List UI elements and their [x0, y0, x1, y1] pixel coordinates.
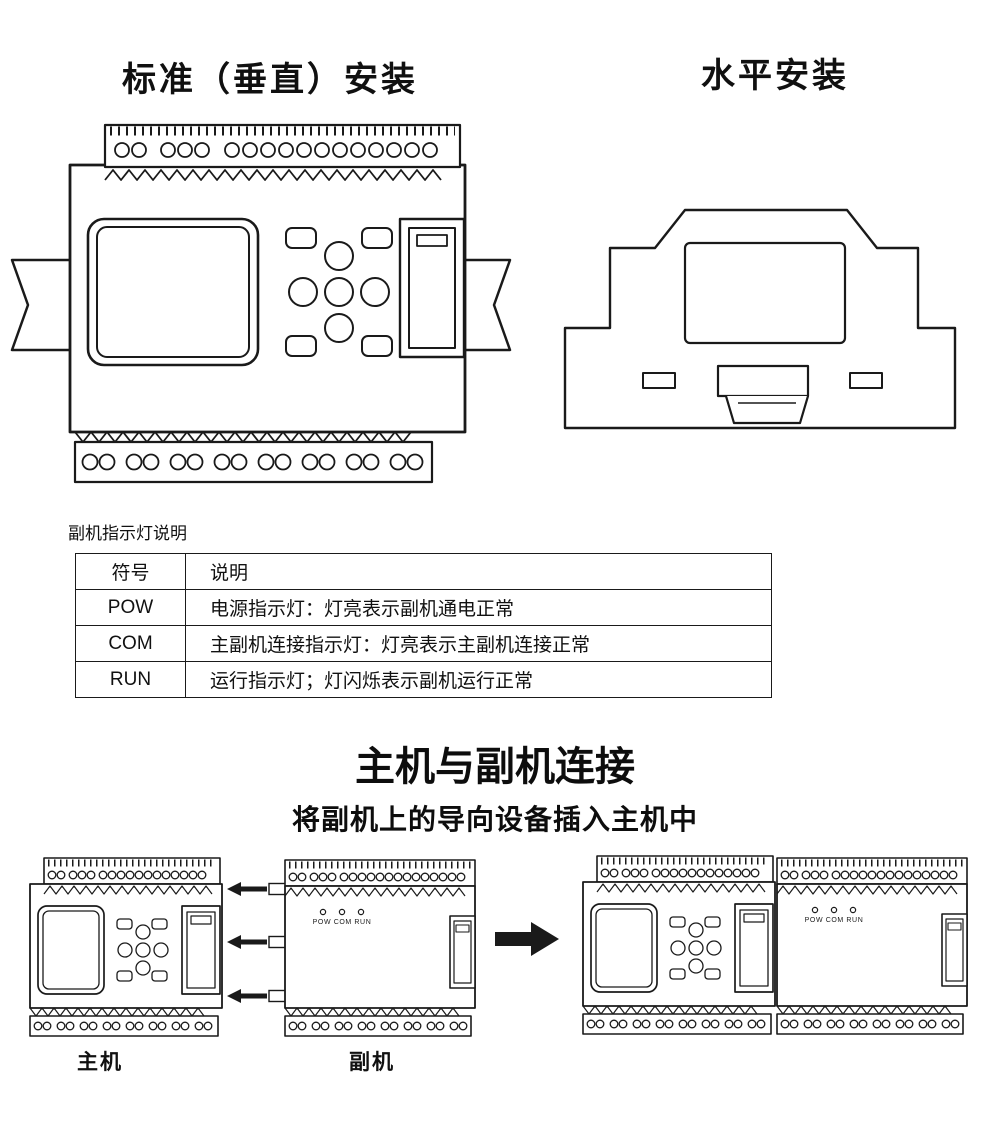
- header-cell-symbol: 符号: [75, 553, 186, 590]
- table-row-run: RUN 运行指示灯；灯闪烁表示副机运行正常: [75, 661, 772, 698]
- side-slot-left: [642, 372, 676, 389]
- cell-symbol-pow: POW: [75, 589, 186, 626]
- dpad-buttons: [285, 227, 393, 357]
- top-zigzag: [104, 169, 442, 181]
- combined-master-device: [583, 856, 775, 1034]
- page-title-horizontal-install: 水平安装: [701, 58, 849, 95]
- top-terminal-block: [103, 123, 462, 169]
- cell-symbol-run: RUN: [75, 661, 186, 698]
- din-rail-left-icon: [10, 258, 74, 352]
- din-rail-clip: [716, 364, 810, 425]
- header-cell-description: 说明: [185, 553, 772, 590]
- horizontal-install-diagram: [563, 208, 957, 430]
- connector-plugs: [268, 882, 287, 1003]
- cell-symbol-com: COM: [75, 625, 186, 662]
- table-row-pow: POW 电源指示灯：灯亮表示副机通电正常: [75, 589, 772, 626]
- indicator-table: 符号 说明 POW 电源指示灯：灯亮表示副机通电正常 COM 主副机连接指示灯：…: [75, 553, 772, 698]
- din-rail-right-icon: [460, 258, 512, 352]
- insert-arrow-icons: [227, 882, 267, 1003]
- master-device-label: 主机: [77, 1050, 123, 1074]
- vertical-install-diagram: [10, 123, 512, 484]
- master-device: [30, 858, 222, 1036]
- bottom-terminal-block: [73, 440, 434, 484]
- slave-device-label: 副机: [349, 1050, 395, 1074]
- display-window: [683, 241, 847, 345]
- connection-diagram: POW COM RUN: [25, 852, 985, 1050]
- screen: [86, 217, 260, 367]
- connector-port: [398, 217, 466, 359]
- connection-heading: 主机与副机连接: [355, 745, 635, 789]
- cell-description-pow: 电源指示灯：灯亮表示副机通电正常: [185, 589, 772, 626]
- side-slot-right: [849, 372, 883, 389]
- flow-arrow-icon: [495, 922, 559, 956]
- page-title-vertical-install: 标准（垂直）安装: [122, 62, 418, 99]
- bottom-zigzag: [74, 431, 412, 443]
- table-header-row: 符号 说明: [75, 553, 772, 590]
- cell-description-com: 主副机连接指示灯：灯亮表示主副机连接正常: [185, 625, 772, 662]
- table-row-com: COM 主副机连接指示灯：灯亮表示主副机连接正常: [75, 625, 772, 662]
- slave-device: [285, 860, 475, 1036]
- table-caption: 副机指示灯说明: [68, 524, 187, 543]
- combined-slave-device: [777, 858, 967, 1034]
- cell-description-run: 运行指示灯；灯闪烁表示副机运行正常: [185, 661, 772, 698]
- connection-subtitle: 将副机上的导向设备插入主机中: [291, 804, 698, 835]
